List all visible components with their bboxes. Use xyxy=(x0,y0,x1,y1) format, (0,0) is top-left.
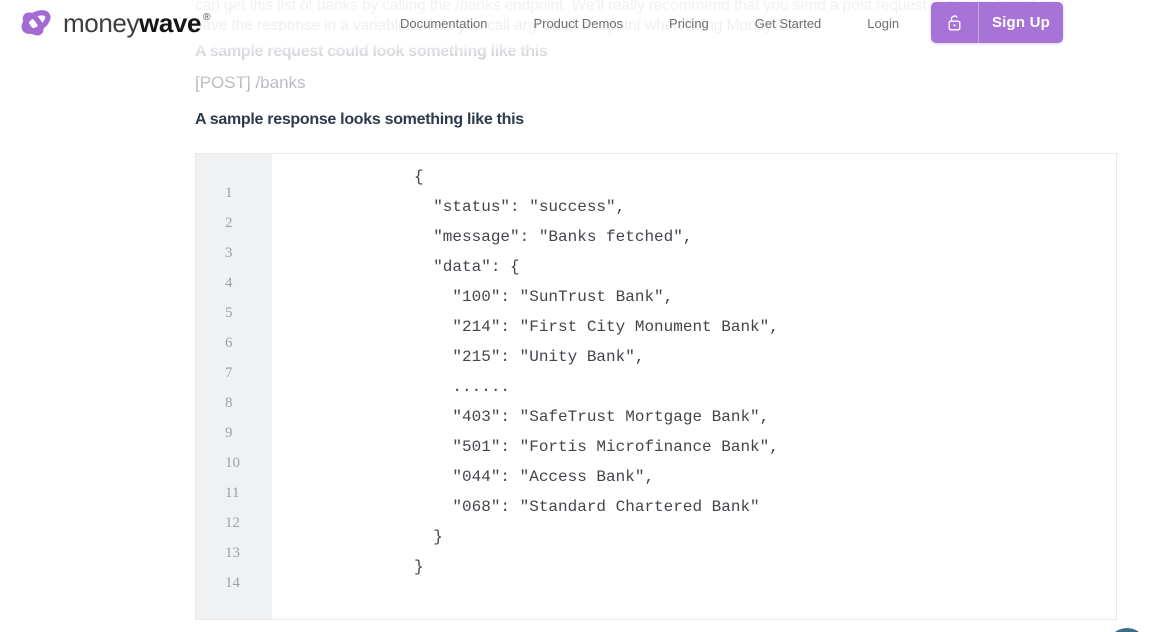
brand-name-light: money xyxy=(63,7,140,38)
brand-logo[interactable]: moneywave® xyxy=(16,2,210,44)
code-line: "214": "First City Monument Bank", xyxy=(414,318,779,336)
line-number: 7 xyxy=(225,365,233,381)
code-line: "044": "Access Bank", xyxy=(414,468,655,486)
signup-button-label: Sign Up xyxy=(991,14,1051,31)
main-nav: Documentation Product Demos Pricing Get Sta… xyxy=(400,0,899,46)
nav-item[interactable]: Pricing xyxy=(669,15,709,31)
chat-widget-button[interactable] xyxy=(1107,628,1147,632)
request-endpoint-text: [POST] /banks xyxy=(195,73,306,92)
code-line: "068": "Standard Chartered Bank" xyxy=(414,498,760,516)
brand-name-bold: wave xyxy=(139,7,202,38)
line-number: 5 xyxy=(225,305,233,321)
nav-item[interactable]: Product Demos xyxy=(533,15,624,31)
line-number: 3 xyxy=(225,245,233,261)
line-number: 14 xyxy=(225,575,240,591)
signup-button[interactable]: Sign Up xyxy=(931,2,1063,43)
code-line: "message": "Banks fetched", xyxy=(414,228,693,246)
code-line: "status": "success", xyxy=(414,198,626,216)
code-line: } xyxy=(414,528,443,546)
code-line: "403": "SafeTrust Mortgage Bank", xyxy=(414,408,770,426)
line-number: 2 xyxy=(225,215,233,231)
code-line: { xyxy=(414,168,424,186)
top-navigation-bar: moneywave® Documentation Product Demos Pri… xyxy=(0,0,1157,46)
code-line: "501": "Fortis Microfinance Bank", xyxy=(414,438,779,456)
sample-response-heading: A sample response looks something like t… xyxy=(195,111,524,128)
line-number: 8 xyxy=(225,395,233,411)
registered-mark: ® xyxy=(203,11,211,23)
nav-item[interactable]: Login xyxy=(867,15,900,31)
code-line: "data": { xyxy=(414,258,520,276)
moneywave-swirl-icon xyxy=(21,10,51,36)
line-number: 10 xyxy=(225,455,240,471)
code-line: } xyxy=(414,558,424,576)
line-number: 6 xyxy=(225,335,233,351)
code-content: { "status": "success", "message": "Banks… xyxy=(272,154,1116,619)
nav-item[interactable]: Documentation xyxy=(400,15,488,31)
line-number: 9 xyxy=(225,425,233,441)
code-line: ...... xyxy=(414,378,511,396)
line-number: 1 xyxy=(225,185,233,201)
line-number: 4 xyxy=(225,275,233,291)
code-line: "100": "SunTrust Bank", xyxy=(414,288,674,306)
line-number: 12 xyxy=(225,515,240,531)
brand-name: moneywave® xyxy=(63,8,210,39)
line-number: 13 xyxy=(225,545,240,561)
line-number: 11 xyxy=(225,485,240,501)
lock-icon xyxy=(931,14,978,32)
nav-item[interactable]: Get Started xyxy=(754,15,822,31)
code-line: "215": "Unity Bank", xyxy=(414,348,645,366)
